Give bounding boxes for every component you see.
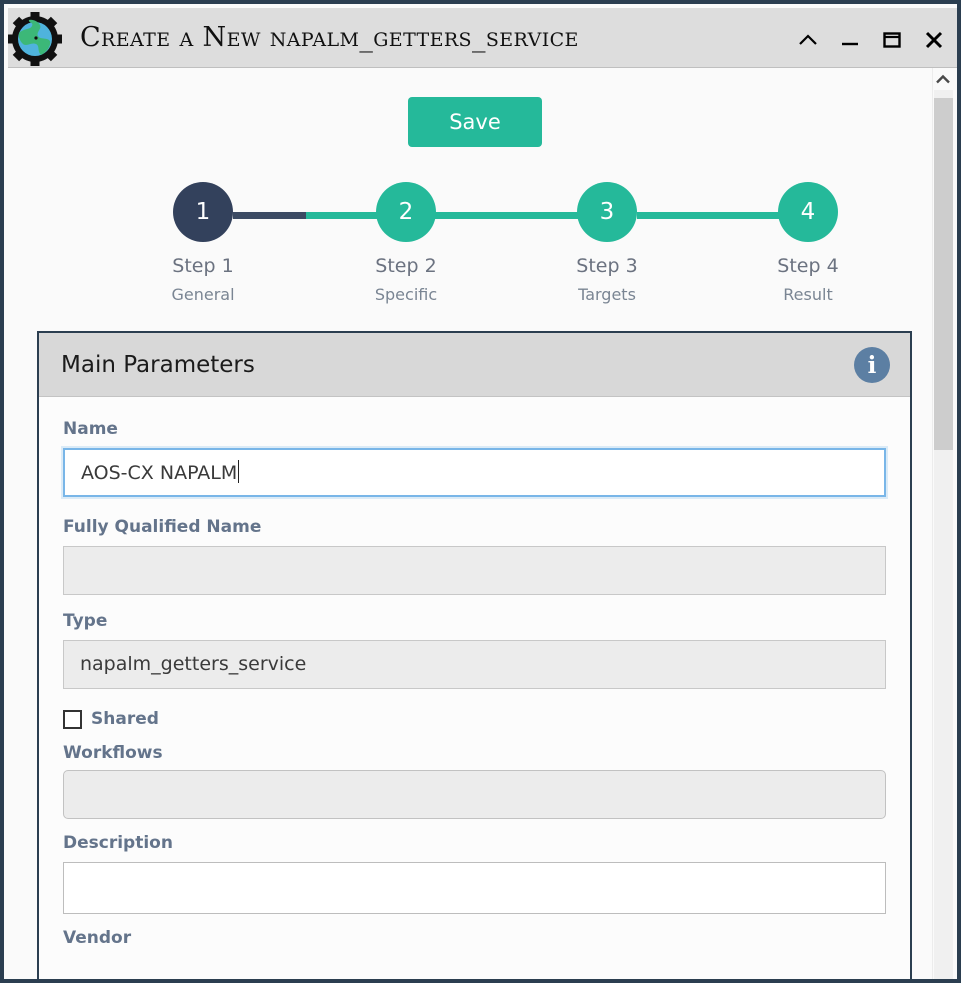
panel-body: Name AOS-CX NAPALM Fully Qualified Name …: [39, 397, 910, 948]
save-button[interactable]: Save: [408, 97, 542, 147]
type-value: napalm_getters_service: [80, 653, 307, 675]
step-1-circle[interactable]: 1: [173, 182, 233, 242]
step-2-subtitle: Specific: [374, 285, 438, 304]
main-parameters-panel: Main Parameters i Name AOS-CX NAPALM Ful…: [37, 331, 912, 979]
step-3-circle[interactable]: 3: [577, 182, 637, 242]
window-controls: [795, 26, 947, 54]
wizard-step-2[interactable]: 2 Step 2 Specific: [340, 176, 472, 304]
window-title: Create a New napalm_getters_service: [80, 22, 579, 53]
panel-title: Main Parameters: [61, 351, 255, 378]
step-connector-3: [637, 212, 780, 219]
minimize-button[interactable]: [837, 26, 863, 54]
fully-qualified-name-input: [63, 546, 886, 595]
description-label: Description: [63, 833, 173, 853]
wizard-step-3[interactable]: 3 Step 3 Targets: [541, 176, 673, 304]
wizard-stepper: 1 Step 1 General 2 Step 2 Specific 3 Ste…: [8, 176, 940, 306]
step-4-circle[interactable]: 4: [778, 182, 838, 242]
step-4-title: Step 4: [777, 255, 839, 277]
name-label: Name: [63, 419, 118, 439]
step-3-title: Step 3: [576, 255, 638, 277]
step-2-title: Step 2: [375, 255, 437, 277]
rollup-button[interactable]: [795, 26, 821, 54]
step-2-circle[interactable]: 2: [376, 182, 436, 242]
step-connector-2: [436, 212, 579, 219]
workflows-select: [63, 770, 886, 819]
shared-checkbox[interactable]: [63, 709, 82, 729]
fully-qualified-name-label: Fully Qualified Name: [63, 517, 262, 537]
vendor-label: Vendor: [63, 928, 132, 948]
description-textarea[interactable]: [63, 862, 886, 914]
step-connector-1-teal: [306, 212, 438, 219]
wizard-step-4[interactable]: 4 Step 4 Result: [742, 176, 874, 304]
step-1-title: Step 1: [172, 255, 234, 277]
scrollbar-thumb[interactable]: [934, 98, 953, 450]
type-label: Type: [63, 611, 108, 631]
maximize-button[interactable]: [879, 26, 905, 54]
step-3-subtitle: Targets: [578, 285, 636, 304]
workflows-label: Workflows: [63, 743, 163, 763]
vertical-scrollbar[interactable]: [932, 68, 953, 979]
close-button[interactable]: [921, 26, 947, 54]
step-connector-1-dark: [233, 212, 308, 219]
name-input[interactable]: AOS-CX NAPALM: [63, 448, 886, 497]
shared-label[interactable]: Shared: [91, 709, 159, 729]
type-input: napalm_getters_service: [63, 640, 886, 689]
title-bar: Create a New napalm_getters_service: [6, 8, 957, 68]
scroll-up-button[interactable]: [933, 68, 953, 90]
shared-checkbox-row[interactable]: Shared: [63, 709, 886, 729]
text-caret: [238, 460, 240, 483]
content-viewport: Save 1 Step 1 General 2 Step 2 Specific …: [8, 68, 940, 979]
info-icon[interactable]: i: [854, 347, 890, 383]
step-1-subtitle: General: [171, 285, 235, 304]
panel-header: Main Parameters i: [39, 333, 910, 397]
name-input-value: AOS-CX NAPALM: [81, 462, 238, 484]
wizard-step-1[interactable]: 1 Step 1 General: [137, 176, 269, 304]
step-4-subtitle: Result: [783, 285, 833, 304]
globe-gear-icon: [6, 11, 64, 67]
